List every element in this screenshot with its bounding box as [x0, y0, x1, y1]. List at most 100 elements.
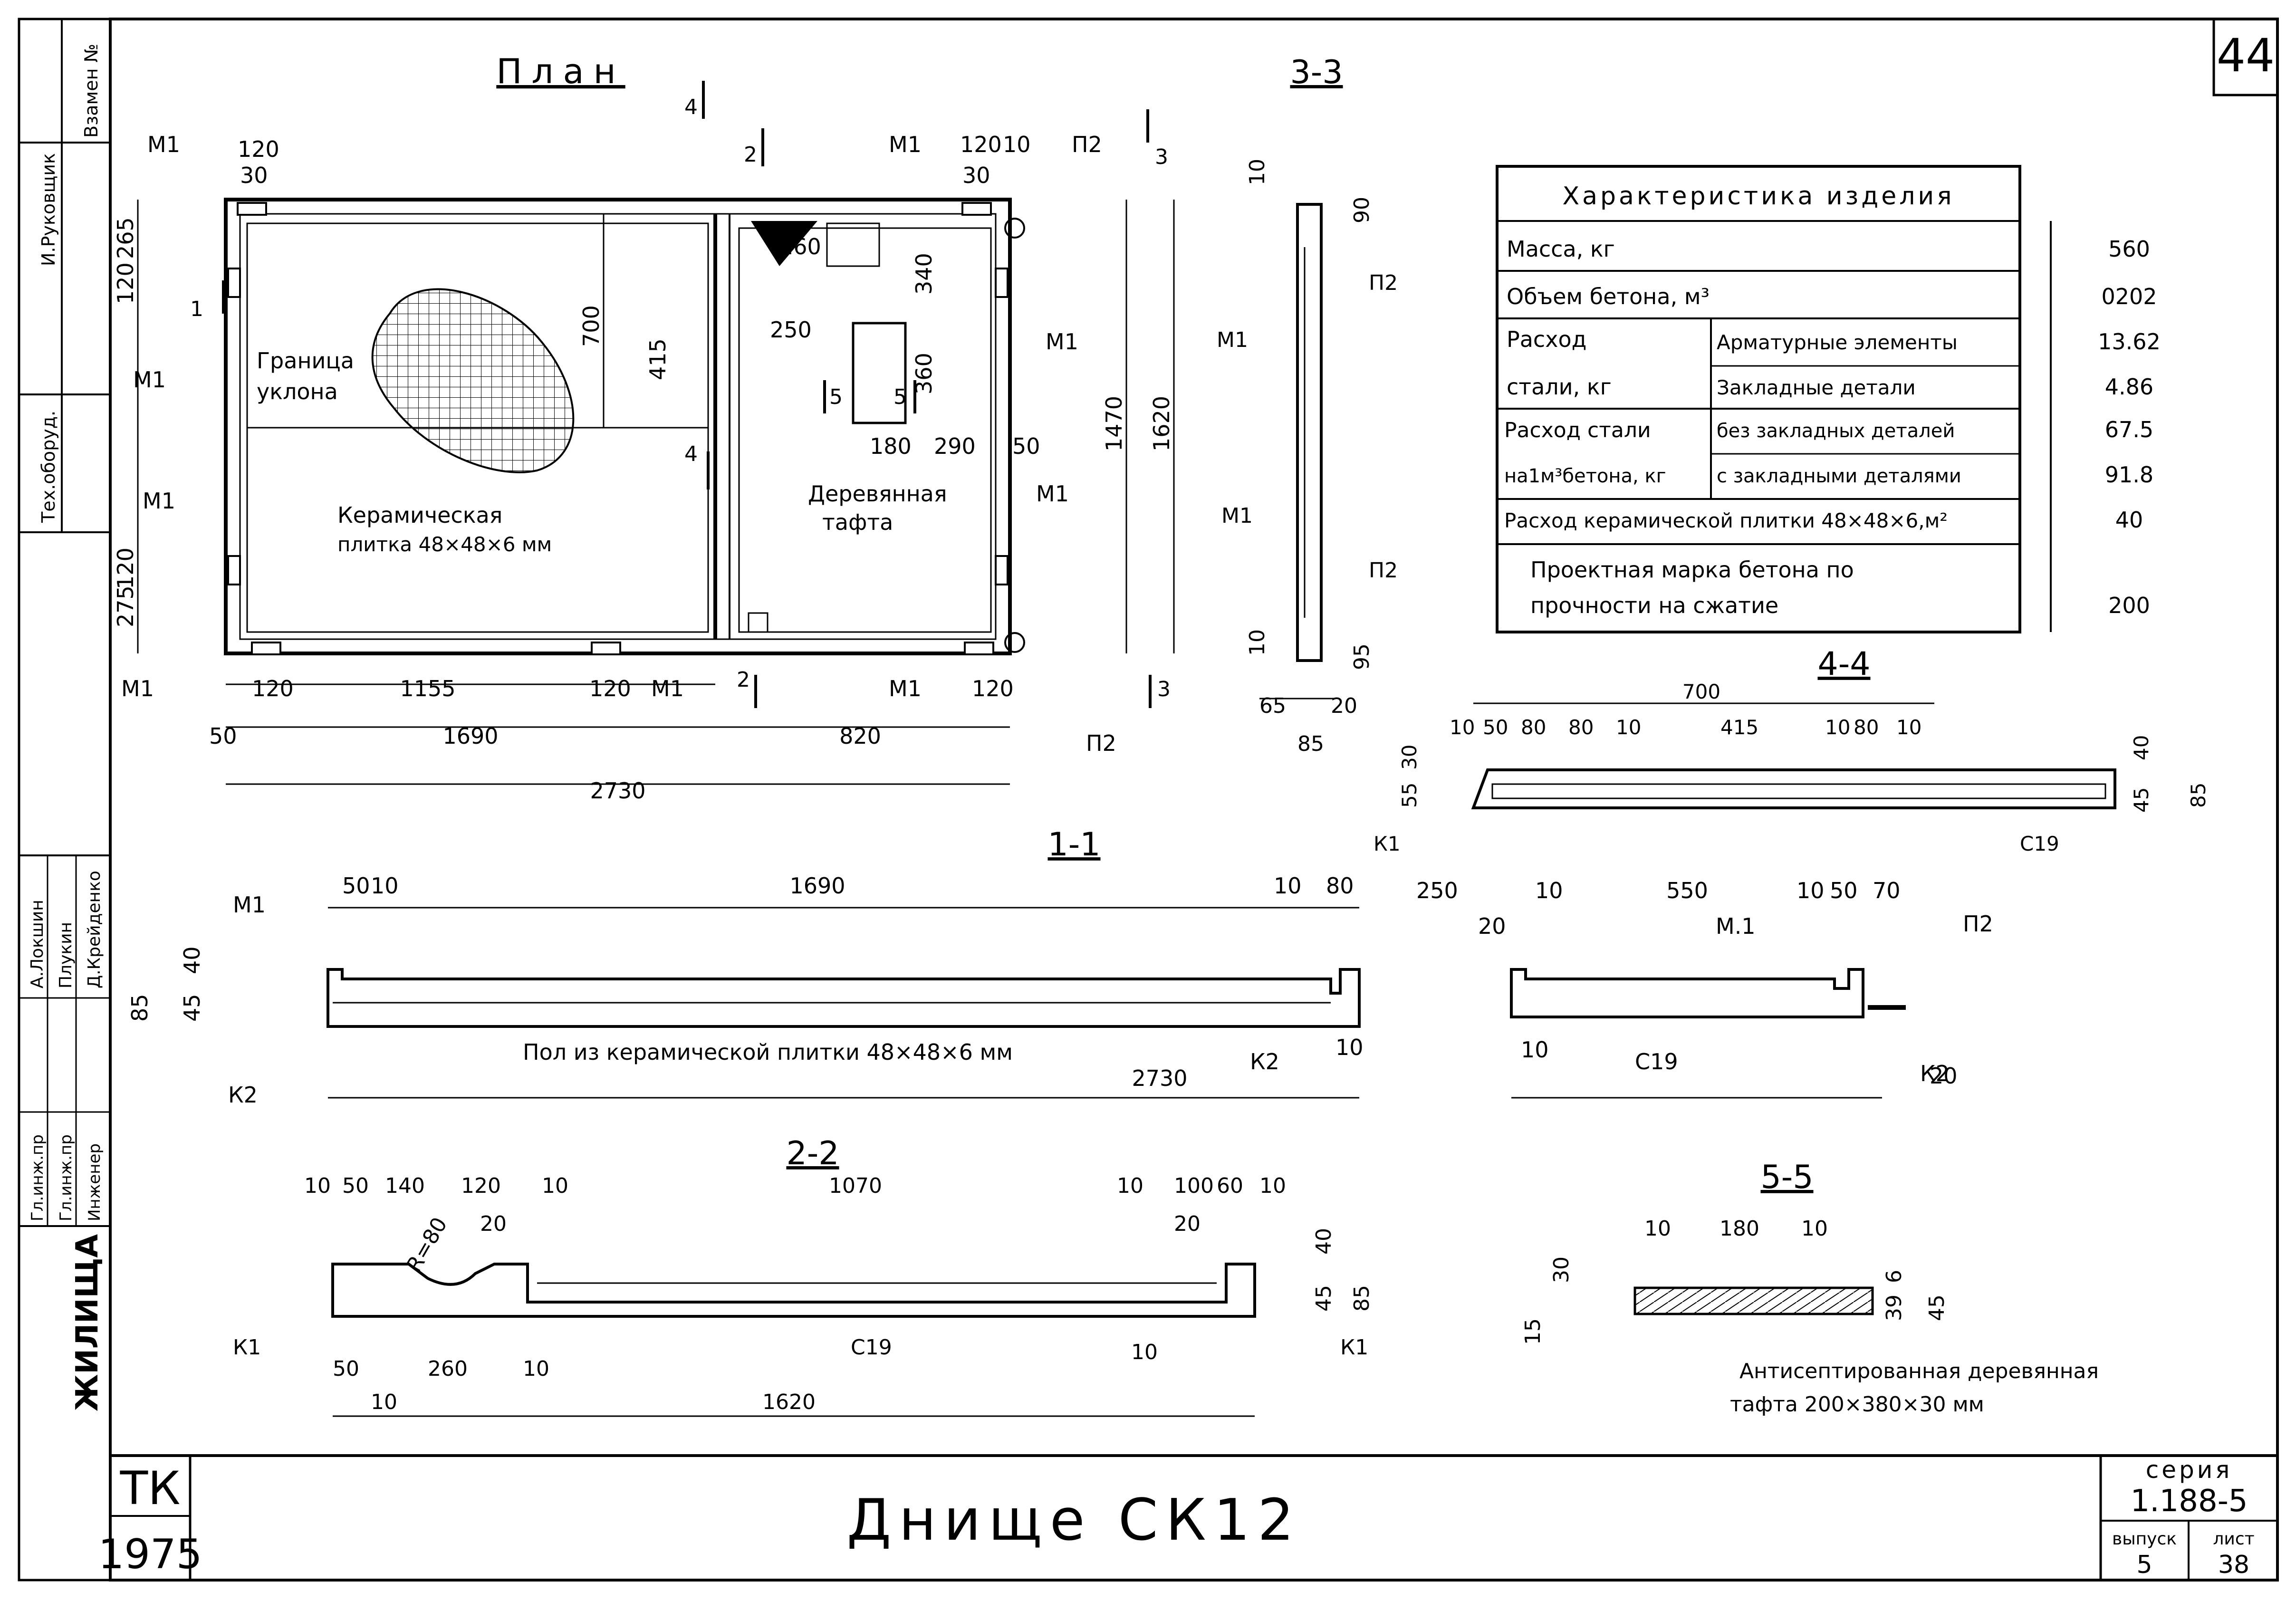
sec55-dim-30: 30: [1549, 1256, 1574, 1283]
sec22-dim-260: 260: [428, 1357, 468, 1381]
sec11-dim-50b: 50: [1830, 878, 1858, 903]
plan-dim-top-120b: 120: [960, 132, 1002, 157]
plan-dim-290: 290: [934, 433, 976, 459]
cut-4-top: 4: [684, 95, 698, 119]
sec22-dim-50: 50: [342, 1174, 369, 1198]
sec22-dim-10b: 10: [542, 1174, 568, 1198]
sec33-dim-10: 10: [1245, 159, 1269, 185]
sec33-title: 3-3: [1290, 54, 1343, 91]
sec22-dim-10: 10: [304, 1174, 331, 1198]
sec44-dim-80: 80: [1521, 716, 1546, 739]
sheet-value: 38: [2218, 1551, 2249, 1579]
sec22-dim-10g: 10: [1131, 1340, 1158, 1364]
sec11-m1: М1: [233, 892, 266, 918]
series-label: серия: [2146, 1456, 2233, 1484]
sec44-dim-10b: 10: [1616, 716, 1641, 739]
sec11-dim-250: 250: [1416, 878, 1458, 903]
plan-title: План: [496, 51, 625, 91]
sec55-dim-39: 39: [1882, 1294, 1906, 1321]
plan-m1-label-9: М1: [889, 676, 922, 701]
sec55-title: 5-5: [1760, 1159, 1813, 1196]
plan-dim-1690: 1690: [442, 723, 498, 749]
sec11-title: 1-1: [1047, 826, 1100, 863]
section-1-1: 50 10 1690 10 80 85 40 45 2730 Пол из ке…: [127, 873, 1993, 1108]
slope-label-2: уклона: [257, 379, 338, 404]
sec22-dim-1620: 1620: [762, 1390, 816, 1414]
sec22-dim-100: 100: [1174, 1174, 1214, 1198]
cut-5-left: 5: [829, 385, 843, 409]
sheet-label: лист: [2213, 1529, 2254, 1549]
sec11-c19: С19: [1635, 1049, 1678, 1074]
sec33-dim-65: 65: [1259, 694, 1286, 718]
sec33-dim-10b: 10: [1245, 629, 1269, 656]
section-4-4: 700 10 50 80 80 10 415 10 80 10 55 30 40…: [1374, 680, 2210, 855]
with-embedded-label: с закладными деталями: [1717, 465, 1961, 487]
sec11-dim-70: 70: [1873, 878, 1901, 903]
plan-m1-label-3: М1: [143, 488, 175, 514]
sec22-r80: R=80: [402, 1213, 452, 1276]
steel-label-2: стали, кг: [1507, 374, 1612, 400]
sec11-dim-10d: 10: [1535, 878, 1563, 903]
tile-label: Расход керамической плитки 48×48×6,м²: [1504, 509, 1948, 532]
sec33-dim-95: 95: [1350, 643, 1374, 670]
stamp-role-1: Гл.инж.пр: [57, 1134, 76, 1221]
sec22-dim-1070: 1070: [829, 1174, 882, 1198]
section-5-5: 10 180 10 30 15 6 39 45 Антисептированна…: [1521, 1217, 2099, 1417]
steel-per-m3-label-2: на1м³бетона, кг: [1504, 465, 1666, 487]
sec11-dim-45: 45: [179, 994, 205, 1022]
sec55-label-2: тафта 200×380×30 мм: [1730, 1392, 1984, 1417]
plan-p2-label-2: П2: [1086, 730, 1116, 756]
embedded-value: 4.86: [2105, 374, 2153, 400]
series-value: 1.188-5: [2130, 1484, 2248, 1519]
drawing-title: Днище СК12: [847, 1487, 1302, 1553]
sec11-dim-10: 10: [371, 873, 399, 899]
table-header: Характеристика изделия: [1562, 182, 1954, 211]
stamp-team-1: Плукин: [56, 922, 76, 988]
cut-2-top: 2: [744, 143, 757, 167]
without-embedded-value: 67.5: [2105, 417, 2153, 442]
wood-label-1: Деревянная: [808, 481, 947, 507]
sec11-dim-10b: 10: [1274, 873, 1302, 899]
sec22-dim-10d: 10: [1259, 1174, 1286, 1198]
tile-value: 40: [2115, 507, 2143, 533]
sec11-dim-10c: 10: [1335, 1035, 1364, 1060]
cut-4-mid: 4: [684, 442, 698, 466]
plan-m1-label-8: М1: [1036, 481, 1069, 507]
plan-m1-label-1: М1: [147, 132, 180, 157]
sec22-dim-140: 140: [385, 1174, 425, 1198]
plan-dim-1155: 1155: [400, 676, 455, 701]
sec44-dim-10c: 10: [1825, 716, 1850, 739]
volume-label: Объем бетона, м³: [1507, 284, 1710, 309]
sec33-dim-90: 90: [1350, 197, 1374, 223]
sec44-c19: С19: [2020, 832, 2059, 855]
sec11-dim-10e: 10: [1796, 878, 1825, 903]
sec33-dim-20: 20: [1331, 694, 1357, 718]
sec11-dim-2730: 2730: [1132, 1065, 1187, 1091]
sec11-dim-1690: 1690: [789, 873, 845, 899]
left-stamp: Взамен № И.Руковщик Тех.оборуд. А.Локшин…: [18, 18, 112, 1582]
plan-dim-left-120a: 120: [113, 262, 138, 304]
plan-m1-label-2: М1: [133, 367, 166, 393]
section-3-3: М1 М1 П2 П2 10 90 10 95 65 85 20: [1217, 159, 1398, 756]
sec22-dim-50b: 50: [333, 1357, 359, 1381]
org-year: 1975: [98, 1531, 202, 1578]
steel-label-1: Расход: [1507, 326, 1586, 352]
slope-label-1: Граница: [257, 348, 354, 374]
plan-tile-label-1: Керамическая: [337, 502, 502, 528]
sec22-dim-20b: 20: [1174, 1212, 1201, 1236]
sec55-label-1: Антисептированная деревянная: [1739, 1359, 2099, 1383]
sec22-dim-45: 45: [1312, 1285, 1336, 1312]
sec11-k2: К2: [228, 1082, 258, 1108]
plan-dim-top-30b: 30: [962, 163, 990, 188]
sec11-k2-right: К2: [1250, 1049, 1279, 1074]
embedded-label: Закладные детали: [1717, 376, 1916, 399]
plan-dim-total: 2730: [590, 778, 645, 804]
plan-dim-415: 415: [645, 338, 671, 380]
plan-dim-right-1620: 1620: [1149, 396, 1174, 451]
stamp-sign1: Тех.оборуд.: [38, 411, 59, 523]
sec44-dim-85: 85: [2187, 783, 2210, 808]
title-block: ТК 1975 Днище СК12 серия 1.188-5 выпуск …: [98, 1456, 2277, 1580]
plan-dim-180: 180: [870, 433, 912, 459]
